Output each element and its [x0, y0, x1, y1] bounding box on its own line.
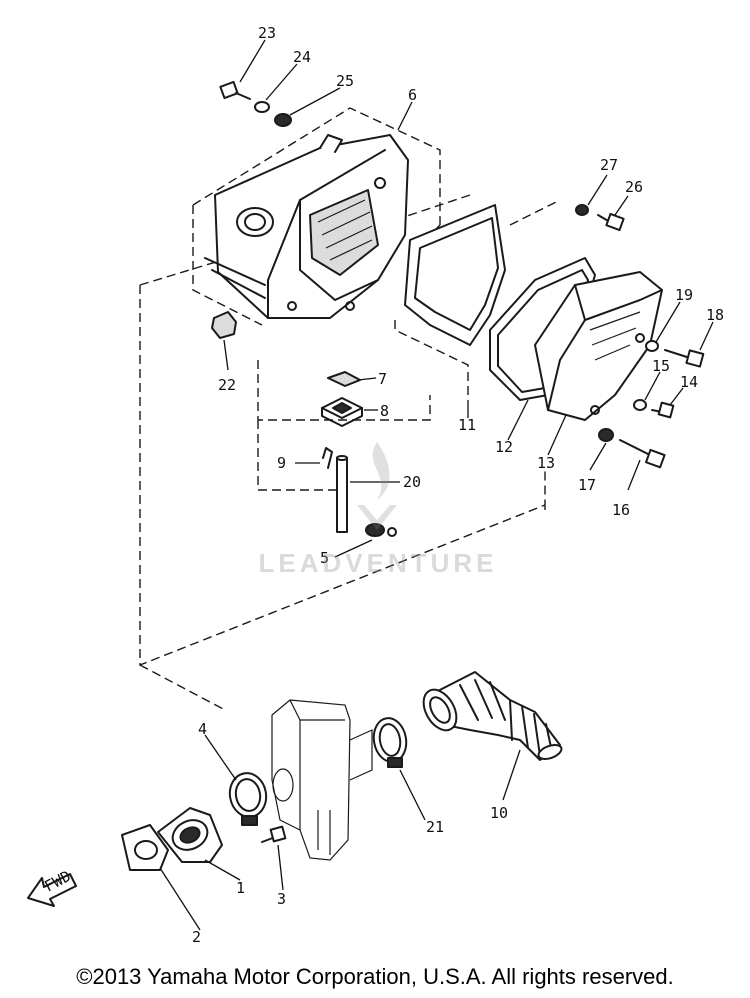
label-13: 13 — [537, 454, 555, 472]
hose-clamp-4 — [228, 772, 268, 826]
label-27: 27 — [600, 156, 618, 174]
label-6: 6 — [408, 86, 417, 104]
washer-24 — [254, 101, 270, 113]
bolt-18 — [664, 349, 705, 368]
bolt-16 — [619, 439, 666, 469]
filter-dashed-guide — [394, 194, 471, 400]
label-1: 1 — [236, 879, 245, 897]
label-24: 24 — [293, 48, 311, 66]
label-10: 10 — [490, 804, 508, 822]
label-3: 3 — [277, 890, 286, 908]
air-intake-hose-10 — [422, 671, 563, 761]
label-19: 19 — [675, 286, 693, 304]
washer-17 — [598, 428, 614, 442]
screw-26 — [597, 212, 625, 232]
washer-27 — [575, 204, 589, 216]
label-26: 26 — [625, 178, 643, 196]
label-9: 9 — [277, 454, 286, 472]
forward-arrow-icon — [27, 873, 77, 907]
cover-dashed-guide — [509, 199, 561, 226]
label-25: 25 — [336, 72, 354, 90]
label-11: 11 — [458, 416, 476, 434]
hose-clamp-21 — [372, 717, 408, 768]
label-20: 20 — [403, 473, 421, 491]
watermark-text: LEADVENTURE — [258, 548, 498, 578]
label-16: 16 — [612, 501, 630, 519]
leader-lines — [159, 39, 714, 931]
cap-7 — [327, 371, 361, 387]
label-5: 5 — [320, 549, 329, 567]
part-labels: 23 24 25 6 27 26 19 18 15 14 7 8 9 20 5 … — [192, 24, 724, 946]
label-2: 2 — [192, 928, 201, 946]
washer-19 — [645, 340, 659, 352]
label-8: 8 — [380, 402, 389, 420]
label-17: 17 — [578, 476, 596, 494]
carburetor-joint-1 — [157, 807, 223, 863]
carburetor-body — [271, 699, 373, 861]
label-4: 4 — [198, 720, 207, 738]
label-18: 18 — [706, 306, 724, 324]
screw-3 — [261, 825, 287, 843]
label-15: 15 — [652, 357, 670, 375]
clip-9 — [322, 447, 333, 469]
label-23: 23 — [258, 24, 276, 42]
drain-hose-20 — [336, 455, 348, 533]
drain-dashed-guide — [257, 360, 431, 491]
carb-dashed-guide — [139, 664, 226, 711]
air-filter-element — [404, 204, 506, 346]
nut-22 — [211, 311, 237, 339]
watermark-logo-icon — [357, 442, 397, 530]
label-14: 14 — [680, 373, 698, 391]
collar-25 — [274, 113, 292, 127]
label-12: 12 — [495, 438, 513, 456]
air-box-case — [204, 134, 409, 319]
bolt-23 — [219, 80, 251, 100]
label-7: 7 — [378, 370, 387, 388]
bolt-14 — [651, 401, 675, 419]
gasket-2 — [121, 824, 169, 871]
washer-15 — [633, 399, 647, 411]
clamp-5 — [365, 523, 397, 537]
cap-8 — [321, 397, 363, 427]
copyright-footer: ©2013 Yamaha Motor Corporation, U.S.A. A… — [76, 964, 674, 989]
label-22: 22 — [218, 376, 236, 394]
label-21: 21 — [426, 818, 444, 836]
